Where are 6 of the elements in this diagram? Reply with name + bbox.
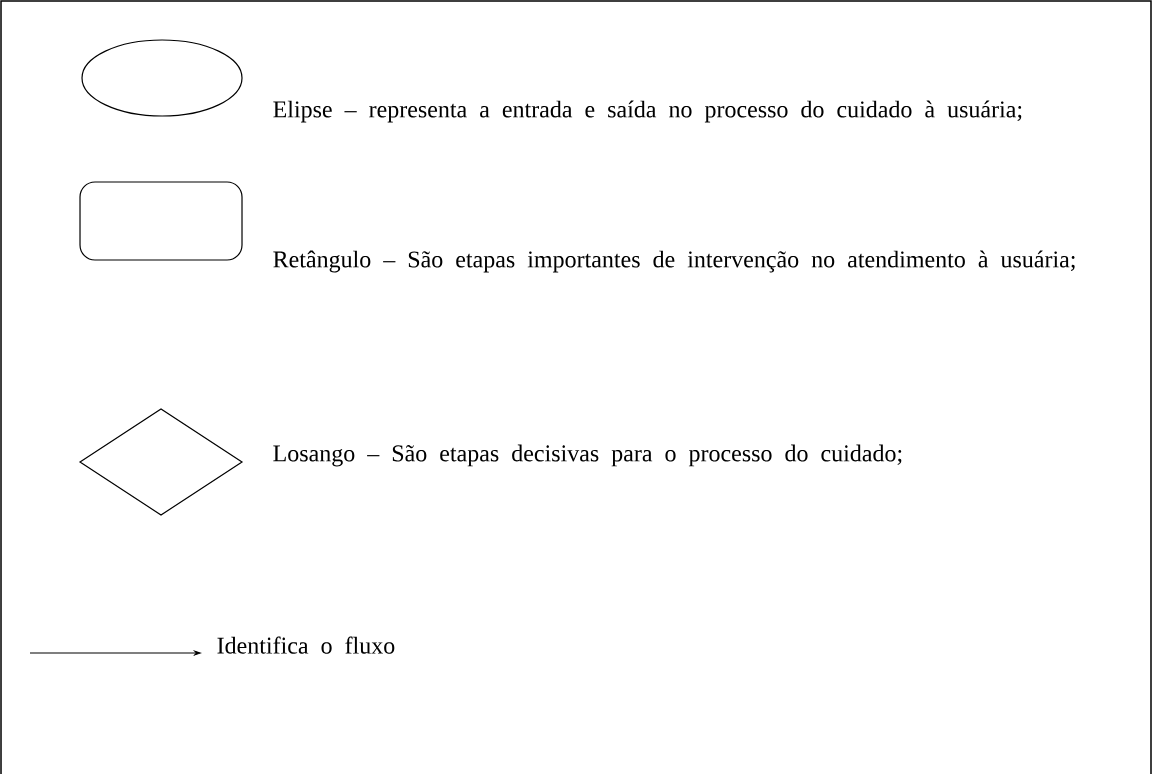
description-text: Losango – São etapas decisivas para o processo do cuidado; (273, 444, 902, 467)
description-text: Retângulo – São etapas importantes de intervenção no atendimento à usuária; (273, 250, 1075, 273)
ellipse-symbol (81, 39, 243, 117)
legend-text: Identifica o fluxo (217, 636, 395, 654)
rounded-rectangle-symbol (79, 181, 243, 261)
description-text: Elipse – representa a entrada e saída no processo do cuidado à usuária; (273, 100, 1022, 123)
